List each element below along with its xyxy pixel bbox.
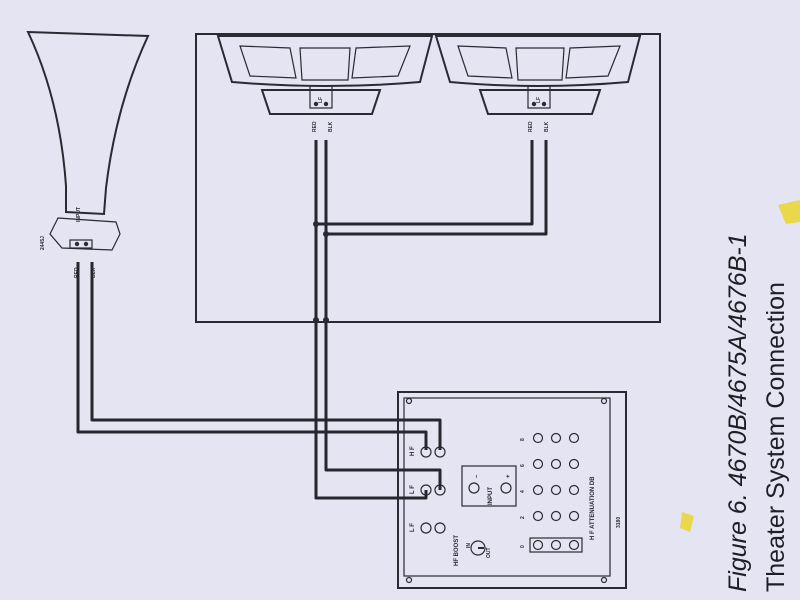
hf-boost-switch (470, 540, 486, 556)
network-panel-inner (403, 397, 611, 577)
woofer-left-lf-label: LF (318, 97, 324, 103)
input-block (461, 465, 517, 507)
mount-hole (405, 397, 413, 405)
terminal-lf2-plus (420, 522, 432, 534)
horn-driver (49, 217, 121, 251)
hf-boost-in-label: IN (466, 543, 472, 548)
horn-driver-label: INPUT (76, 207, 82, 222)
atten-terminal (550, 432, 562, 444)
tape-piece-top (778, 200, 800, 224)
woofer-left-terminal-blk (323, 101, 329, 107)
attenuation-grid: 8 6 4 2 0 H F ATTENUATION DB (520, 432, 596, 553)
atten-step-label: 2 (520, 516, 526, 519)
horn-bell (26, 30, 150, 216)
wire-woofer-left-blk (324, 140, 442, 490)
woofer-right-red-label: RED (528, 121, 534, 132)
woofer-left-magnet (260, 89, 382, 115)
figure-caption-line1: Figure 6. 4670B/4675A/4676B-1 (724, 233, 752, 592)
hf-boost-label: HF BOOST (454, 535, 460, 566)
atten-step-label: 0 (520, 545, 526, 548)
input-label: INPUT (488, 487, 494, 505)
horn-terminal-left (74, 241, 80, 247)
terminal-lf2-minus (434, 522, 446, 534)
terminal-hf-minus (434, 446, 446, 458)
input-plus-label: + (506, 474, 512, 478)
input-minus-label: – (474, 474, 480, 478)
woofer-right-window-2 (515, 47, 565, 81)
woofer-left: LF RED BLK (216, 35, 434, 132)
attenuation-label: H F ATTENUATION DB (590, 476, 596, 540)
terminal-lf1-minus (434, 484, 446, 496)
woofer-right: LF RED BLK (434, 35, 642, 132)
atten-step-label: 4 (520, 490, 526, 493)
woofer-right-terminal-blk (541, 101, 547, 107)
wiring (76, 140, 548, 500)
atten-terminal (550, 539, 562, 551)
lf-label-2: L F (410, 523, 416, 532)
atten-terminal (532, 458, 544, 470)
mount-hole (405, 576, 413, 584)
atten-terminal (532, 510, 544, 522)
lf-label-1: L F (410, 485, 416, 494)
junction-blk-cabinet (323, 317, 329, 323)
woofer-left-terminal-red (313, 101, 319, 107)
wire-woofer-right-red (316, 140, 534, 226)
woofer-left-blk-label: BLK (328, 121, 334, 132)
mount-hole (600, 576, 608, 584)
junction-red-cabinet (313, 317, 319, 323)
woofer-left-window-2 (299, 47, 351, 81)
crossover-network: H F L F L F INPUT – + HF BOOST IN OUT (397, 391, 627, 589)
mount-hole (600, 397, 608, 405)
woofer-cabinet: LF RED BLK LF RED BLK (195, 33, 661, 323)
junction-blk-top (323, 231, 329, 237)
woofer-right-terminal-block (527, 85, 551, 109)
horn-terminal-right (83, 241, 89, 247)
woofer-right-magnet (478, 89, 602, 115)
woofer-right-terminal-red (531, 101, 537, 107)
atten-terminal (532, 432, 544, 444)
woofer-left-red-label: RED (312, 121, 318, 132)
horn-model-label: 2445J (40, 236, 46, 250)
terminal-hf-plus (420, 446, 432, 458)
atten-terminal (568, 458, 580, 470)
atten-jumper-bar (529, 537, 583, 553)
horn-terminal-block (69, 239, 93, 249)
wire-horn-blk (90, 262, 442, 450)
cabinet-outline (195, 33, 661, 323)
horn-wire-blk-label: BLK (91, 267, 97, 278)
wire-horn-red (76, 262, 428, 450)
woofer-left-window-3 (351, 45, 411, 79)
woofer-left-terminal-block (309, 85, 333, 109)
wire-woofer-right-blk (326, 140, 548, 236)
network-model-label: 3180 (616, 517, 622, 528)
atten-terminal (568, 484, 580, 496)
atten-terminal (550, 458, 562, 470)
atten-terminal (532, 484, 544, 496)
woofer-right-lf-label: LF (536, 97, 542, 103)
hf-boost-out-label: OUT (486, 547, 492, 558)
atten-terminal (568, 432, 580, 444)
woofer-right-window-3 (565, 45, 621, 79)
network-panel-outer (397, 391, 627, 589)
woofer-left-window-1 (239, 45, 297, 79)
terminal-input-plus (500, 482, 512, 494)
junction-red-top (313, 221, 319, 227)
tape-piece-bottom (680, 512, 694, 532)
atten-terminal (532, 539, 544, 551)
terminal-input-minus (468, 482, 480, 494)
woofer-right-blk-label: BLK (544, 121, 550, 132)
atten-terminal (568, 510, 580, 522)
woofer-right-window-1 (457, 45, 513, 79)
terminal-lf1-plus (420, 484, 432, 496)
atten-step-label: 6 (520, 464, 526, 467)
figure-caption-line2: Theater System Connection (762, 282, 790, 592)
hf-label: H F (410, 446, 416, 456)
atten-terminal (550, 510, 562, 522)
atten-terminal (550, 484, 562, 496)
atten-step-label: 8 (520, 438, 526, 441)
atten-terminal (568, 539, 580, 551)
